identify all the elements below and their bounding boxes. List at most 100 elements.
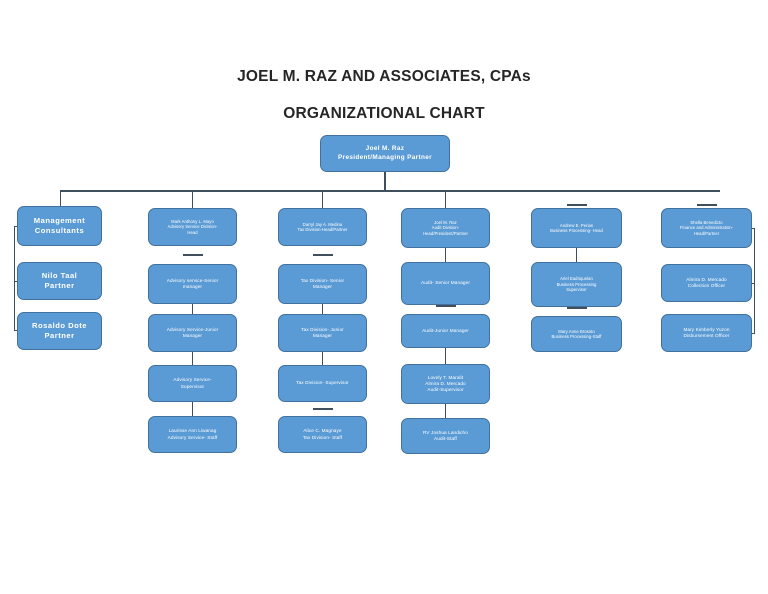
connector-col4-link-4 xyxy=(445,404,447,418)
node-advisory-head[interactable]: Mark Anthony L. Mayo Advisory Service Di… xyxy=(148,208,237,246)
node-tax-supervisor[interactable]: Tax Division- Supervisor xyxy=(278,365,367,402)
node-line: Supervisor xyxy=(566,287,587,293)
node-line: Partner xyxy=(44,331,75,340)
node-collection-officer[interactable]: Almira D. Mercado Collection Officer xyxy=(661,264,752,302)
node-business-processing-staff[interactable]: Mary Anne Brosoto Business Processing-St… xyxy=(531,316,622,352)
node-line: Business Processing xyxy=(556,281,597,287)
connector-col2-link-4 xyxy=(192,402,194,416)
node-line: Head xyxy=(187,229,198,235)
connector-col4-link-1 xyxy=(445,248,447,262)
node-root-president[interactable]: Joel M. Raz President/Managing Partner xyxy=(320,135,450,172)
node-line: Manager xyxy=(182,333,203,338)
node-line: Andrew E. Perias xyxy=(559,222,594,228)
node-line: Audit-Supervisor xyxy=(427,387,464,392)
node-disbursement-officer[interactable]: Mary Kimberly Yuzon Disbursement Officer xyxy=(661,314,752,352)
node-management-consultants[interactable]: Management Consultants xyxy=(17,206,102,246)
connector-col1-sidebus xyxy=(14,226,16,330)
node-line: Audit- Senior Manager xyxy=(421,280,470,286)
node-line: Rosaldo Dote xyxy=(32,321,87,331)
node-line: Manager xyxy=(312,284,333,289)
node-line: Supervisor xyxy=(180,383,205,389)
node-tax-staff[interactable]: Alice C. Magnaye Tax Division- Staff xyxy=(278,416,367,453)
connector-stub-col5 xyxy=(567,204,587,207)
connector-drop-col1 xyxy=(60,190,62,206)
node-line: Joel M. Raz xyxy=(434,219,457,225)
node-finance-admin-head[interactable]: Shella Benedicto Finance and Administrat… xyxy=(661,208,752,248)
page-title-chart: ORGANIZATIONAL CHART xyxy=(283,105,485,122)
node-line: Advisory Service- Staff xyxy=(167,434,218,440)
node-line: Nilo Taal xyxy=(41,271,78,281)
node-line: Partner xyxy=(44,281,75,290)
node-line: Manager xyxy=(312,333,333,338)
node-line: Finance and Administration- xyxy=(679,225,734,231)
connector-col4-link-3 xyxy=(445,348,447,364)
node-line: Head/President/Partner xyxy=(423,230,468,236)
node-line: Almira D. Mercado xyxy=(425,380,466,386)
node-line: Tax Division- Senior xyxy=(300,277,345,283)
node-line: Mark Anthony L. Mayo xyxy=(171,218,214,224)
node-line: Lovely T. Maralit xyxy=(427,374,464,380)
node-line: RV Joshua Landicho xyxy=(423,429,468,435)
node-line: Collection Officer xyxy=(687,283,726,288)
node-line: Business Processing- Head xyxy=(550,228,603,233)
node-audit-junior-manager[interactable]: Audit-Junior Manager xyxy=(401,314,490,348)
node-tax-head[interactable]: Darryl Jay A. Medina Tax Division-Head/P… xyxy=(278,208,367,246)
node-line: Tax Division-Head/Partner xyxy=(297,227,348,232)
node-line: Laurisse Ann Liwanag xyxy=(168,428,217,434)
node-line: Mary Kimberly Yuzon xyxy=(683,326,730,332)
node-line: Advisory Service-Junior xyxy=(166,326,219,332)
node-line: Consultants xyxy=(34,226,85,235)
node-business-processing-head[interactable]: Andrew E. Perias Business Processing- He… xyxy=(531,208,622,248)
node-line: Disbursement Officer xyxy=(683,333,730,338)
node-tax-junior-manager[interactable]: Tax Division- Junior Manager xyxy=(278,314,367,352)
connector-col3-stub-1 xyxy=(313,254,333,257)
node-rosaldo-dote-partner[interactable]: Rosaldo Dote Partner xyxy=(17,312,102,350)
connector-stub-col6 xyxy=(697,204,717,207)
node-audit-staff[interactable]: RV Joshua Landicho Audit-Staff xyxy=(401,418,490,454)
node-line: Darryl Jay A. Medina xyxy=(302,221,343,227)
node-line: Advisory Service Division- xyxy=(167,224,218,230)
connector-drop-col2 xyxy=(192,190,194,208)
node-tax-senior-manager[interactable]: Tax Division- Senior Manager xyxy=(278,264,367,304)
node-line: Audit-Junior Manager xyxy=(422,327,469,333)
node-audit-supervisor[interactable]: Lovely T. Maralit Almira D. Mercado Audi… xyxy=(401,364,490,404)
node-business-processing-supervisor[interactable]: Ariel Eadriquelan Business Processing Su… xyxy=(531,262,622,307)
node-audit-senior-manager[interactable]: Audit- Senior Manager xyxy=(401,262,490,305)
connector-col5-link-1 xyxy=(576,248,578,262)
node-line: Advisory service-Senior xyxy=(166,277,219,283)
node-line: Business Processing-Staff xyxy=(551,334,602,339)
connector-col3-stub-4 xyxy=(313,408,333,411)
connector-col3-link-3 xyxy=(322,352,324,365)
node-advisory-senior-manager[interactable]: Advisory service-Senior manager xyxy=(148,264,237,304)
node-line: Tax Division- Supervisor xyxy=(296,380,349,386)
connector-col4-stub-2 xyxy=(436,305,456,308)
node-line: Joel M. Raz xyxy=(365,145,405,153)
connector-col2-link-3 xyxy=(192,352,194,365)
node-line: Head/Partner xyxy=(693,230,720,236)
node-line: Ariel Eadriquelan xyxy=(560,276,593,282)
node-advisory-staff[interactable]: Laurisse Ann Liwanag Advisory Service- S… xyxy=(148,416,237,453)
connector-main-bus xyxy=(60,190,720,192)
page-title-company: JOEL M. RAZ AND ASSOCIATES, CPAs xyxy=(237,68,531,85)
node-line: Shella Benedicto xyxy=(690,219,723,225)
connector-col2-stub-1 xyxy=(183,254,203,257)
node-line: Alice C. Magnaye xyxy=(303,428,342,434)
connector-col6-sidebus xyxy=(754,228,756,334)
node-line: Tax Division- Staff xyxy=(302,434,343,440)
node-line: Advisory Service- xyxy=(173,377,212,383)
node-audit-head[interactable]: Joel M. Raz Audit Division- Head/Preside… xyxy=(401,208,490,248)
node-line: Almira D. Mercado xyxy=(686,276,727,282)
node-line: President/Managing Partner xyxy=(338,153,432,161)
connector-root-down xyxy=(384,171,386,191)
connector-col3-link-2 xyxy=(322,304,324,316)
node-advisory-supervisor[interactable]: Advisory Service- Supervisor xyxy=(148,365,237,402)
connector-col2-link-2 xyxy=(192,304,194,316)
node-line: Tax Division- Junior xyxy=(301,326,344,332)
node-line: Mary Anne Brosoto xyxy=(558,328,595,334)
node-line: manager xyxy=(182,284,203,289)
node-nilo-taal-partner[interactable]: Nilo Taal Partner xyxy=(17,262,102,300)
node-advisory-junior-manager[interactable]: Advisory Service-Junior Manager xyxy=(148,314,237,352)
connector-drop-col3 xyxy=(322,190,324,208)
node-line: Audit Division- xyxy=(431,225,460,231)
